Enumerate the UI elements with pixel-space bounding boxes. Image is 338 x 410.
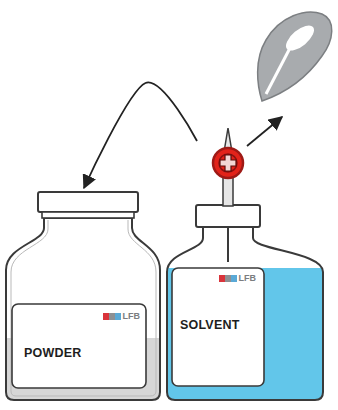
logo-bar: [231, 275, 237, 282]
powder-vial-outline: [6, 218, 160, 400]
device-cross: [220, 155, 236, 171]
powder-label: [12, 304, 146, 388]
powder-cap: [38, 192, 138, 212]
device-ring: [219, 154, 237, 172]
vial-label-text: SOLVENT: [180, 318, 240, 332]
transfer-arrow: [84, 82, 197, 188]
solvent-vial-outline: [167, 227, 323, 400]
powder-vial-inner: [11, 220, 156, 396]
solvent-liquid: [167, 268, 325, 402]
logo-bar: [115, 313, 121, 320]
logo-text: LFB: [239, 273, 257, 283]
solvent-label: [172, 268, 264, 386]
vial-label-text: POWDER: [24, 346, 81, 360]
powder-vial-body: [6, 218, 160, 400]
logo-text: LFB: [123, 311, 141, 321]
clip-slot: [282, 21, 318, 55]
clip-slit: [266, 48, 290, 94]
protective-clip: [258, 12, 332, 101]
vial: LFB POWDER: [6, 188, 162, 400]
remove-arrow: [247, 117, 282, 146]
logo-text-block: LFB: [103, 311, 141, 321]
needle-inside: [227, 227, 229, 262]
powder-neck-rim: [42, 212, 134, 218]
logo-text-block: LFB: [219, 273, 257, 283]
device-disk: [213, 148, 243, 178]
device-stem: [223, 176, 233, 206]
solvent-cap: [196, 205, 260, 227]
vial: LFB SOLVENT: [167, 140, 324, 400]
